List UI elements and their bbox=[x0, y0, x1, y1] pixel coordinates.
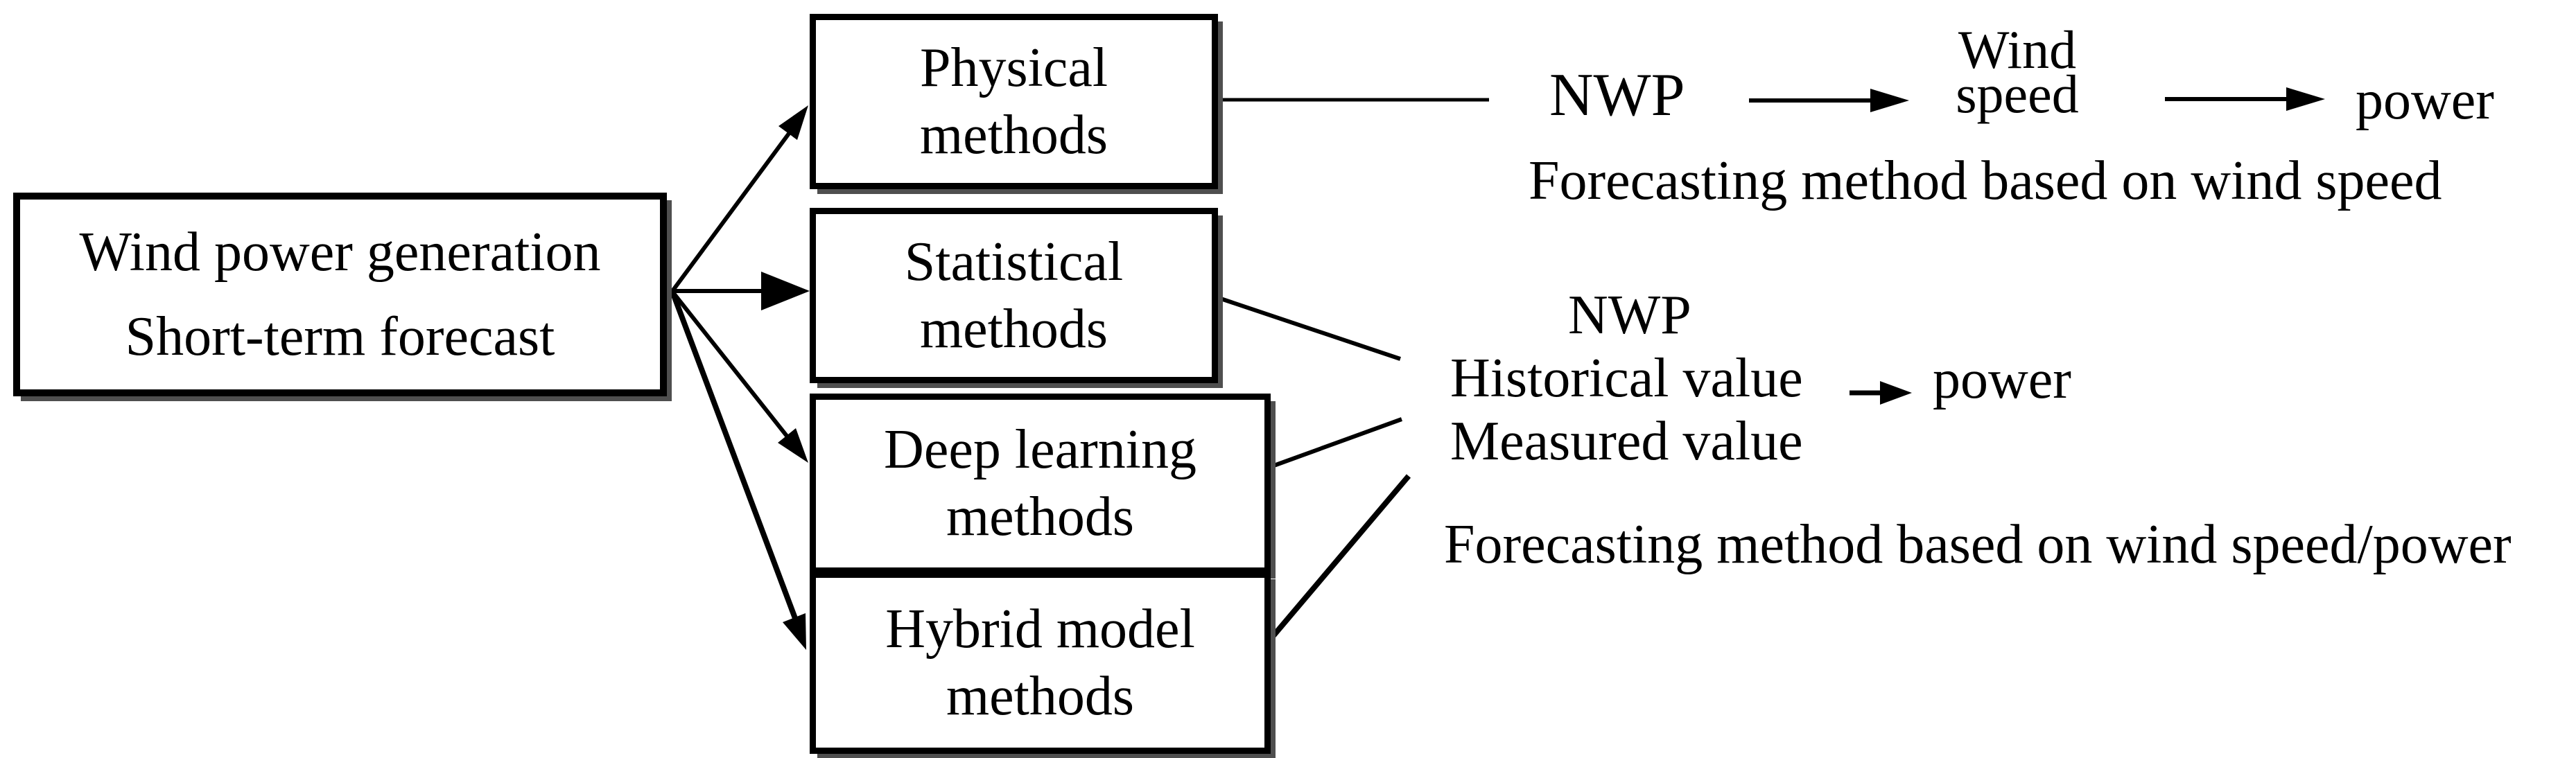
inputs-hub-cluster: NWP Historical value Measured value bbox=[1450, 284, 1803, 473]
measured-value-label: Measured value bbox=[1450, 411, 1803, 472]
nwp-label-wind-speed-branch: NWP bbox=[1549, 62, 1685, 129]
power-label-wind-speed-branch: power bbox=[2356, 70, 2494, 131]
wind-speed-label: Wind speed bbox=[1941, 23, 2094, 121]
wind-speed-line1: Wind bbox=[1958, 19, 2077, 80]
historical-value-label: Historical value bbox=[1450, 348, 1803, 409]
root-to-statistical-arrowhead bbox=[761, 272, 810, 310]
root-to-deep-arrowhead bbox=[778, 428, 808, 463]
root-to-hybrid-arrowhead bbox=[783, 613, 806, 650]
caption-forecasting-wind-speed-power: Forecasting method based on wind speed/p… bbox=[1444, 514, 2512, 575]
power-label-power-branch: power bbox=[1933, 349, 2071, 410]
root-to-deep-line bbox=[670, 290, 791, 440]
deep-to-hub-line bbox=[1253, 417, 1403, 475]
nwp-to-windspeed-arrowhead bbox=[1870, 89, 1909, 112]
nwp-label-power-branch: NWP bbox=[1568, 285, 1691, 346]
hub-to-power-arrowhead bbox=[1880, 381, 1912, 405]
caption-forecasting-wind-speed: Forecasting method based on wind speed bbox=[1529, 150, 2442, 211]
root-to-physical-line bbox=[670, 130, 792, 292]
hybrid-to-hub-line bbox=[1253, 474, 1411, 658]
root-to-hybrid-line bbox=[670, 290, 799, 622]
wind-speed-line2: speed bbox=[1956, 64, 2079, 124]
root-to-physical-arrowhead bbox=[778, 105, 808, 140]
windspeed-to-power-arrowhead bbox=[2286, 87, 2325, 111]
statistical-to-hub-line bbox=[1206, 292, 1401, 361]
